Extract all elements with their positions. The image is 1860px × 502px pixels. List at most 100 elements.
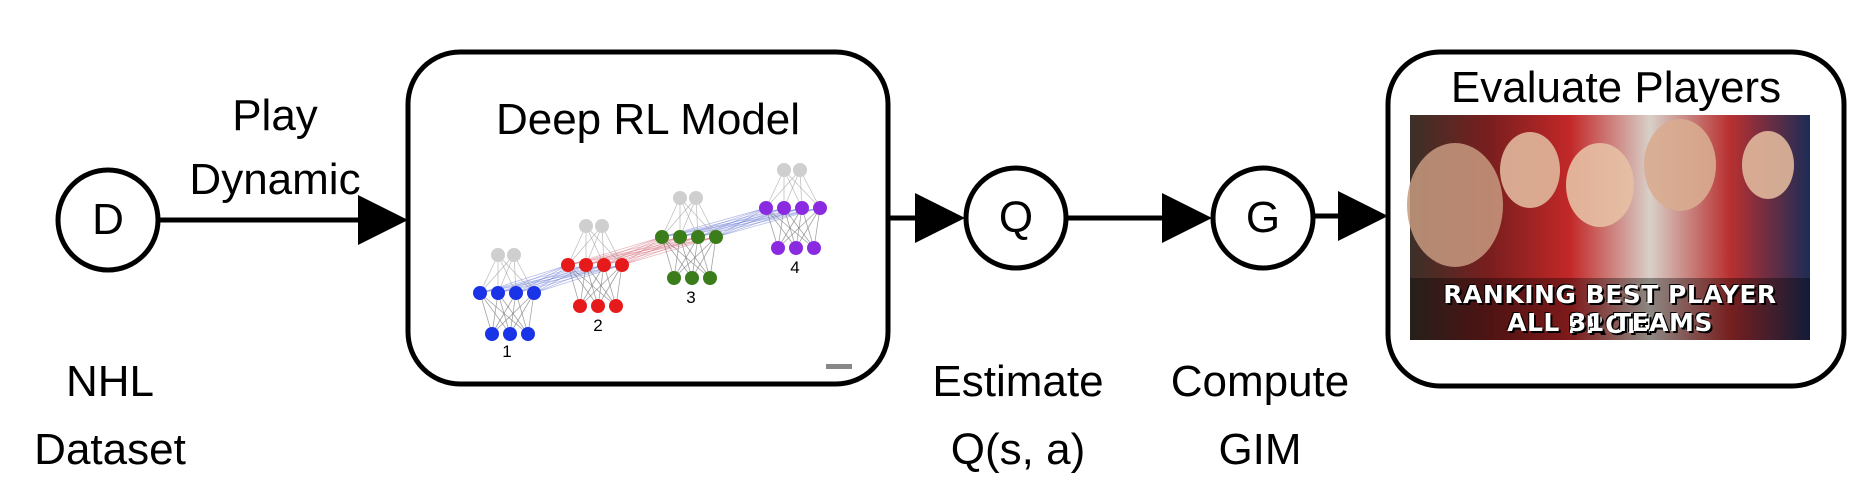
- nn-connection: [497, 254, 517, 294]
- nn-neuron: [491, 248, 505, 262]
- nn-neuron: [609, 299, 623, 313]
- nn-neuron: [793, 163, 807, 177]
- nn-connection: [621, 236, 699, 266]
- nn-connection: [783, 169, 803, 209]
- nn-connection: [661, 197, 697, 238]
- nn-neuron: [527, 286, 541, 300]
- nn-connection: [479, 292, 493, 335]
- nn-connection: [515, 264, 569, 294]
- player-photo-collage: [1407, 115, 1810, 340]
- node-g-caption-line2: GIM: [1218, 425, 1302, 474]
- nn-connection: [567, 225, 603, 266]
- model-box-title: Deep RL Model: [495, 95, 801, 144]
- nn-connection: [585, 225, 605, 266]
- nn-neuron: [667, 271, 681, 285]
- nn-connection: [715, 207, 785, 238]
- nn-connection: [491, 292, 535, 335]
- nn-neuron: [521, 327, 535, 341]
- nn-connection: [777, 207, 803, 249]
- nn-connection: [621, 236, 663, 266]
- nn-neuron: [655, 230, 669, 244]
- nn-connection: [479, 254, 499, 294]
- nn-connection: [783, 169, 821, 209]
- nn-neuron: [615, 258, 629, 272]
- nn-connection: [777, 207, 821, 249]
- layer-4-label: 4: [790, 258, 800, 277]
- output-box-title: Evaluate Players: [1450, 63, 1782, 112]
- nn-neuron: [503, 327, 517, 341]
- nn-neuron: [485, 327, 499, 341]
- nn-connection: [661, 207, 803, 238]
- nn-neuron: [691, 230, 705, 244]
- nn-connection: [661, 236, 675, 279]
- nn-neuron: [673, 230, 687, 244]
- node-g-letter: G: [1245, 193, 1281, 242]
- nn-connection: [679, 197, 697, 238]
- nn-neuron: [685, 271, 699, 285]
- node-g-caption-line1: Compute: [1170, 357, 1350, 406]
- nn-neuron: [703, 271, 717, 285]
- nn-neuron: [573, 299, 587, 313]
- nn-connection: [697, 207, 767, 238]
- model-box: [405, 49, 891, 387]
- nn-connection: [533, 264, 605, 294]
- nn-connection: [585, 225, 623, 266]
- nn-neuron: [595, 219, 609, 233]
- nn-connection: [765, 169, 785, 209]
- nn-connection: [533, 264, 587, 294]
- nn-neuron: [561, 258, 575, 272]
- nn-connection: [515, 264, 587, 294]
- neural-network-sketch: [473, 163, 827, 341]
- nn-connection: [497, 264, 569, 294]
- nn-neuron: [689, 191, 703, 205]
- node-q-caption-line1: Estimate: [932, 357, 1104, 406]
- edge-label-line2: Dynamic: [189, 155, 361, 204]
- nn-connection: [579, 264, 605, 307]
- banner-line1: RANKING BEST PLAYER FROM: [1443, 280, 1777, 339]
- nn-connection: [621, 236, 681, 266]
- node-q-letter: Q: [998, 193, 1034, 242]
- nn-connection: [765, 169, 801, 209]
- node-g-circle: [1210, 165, 1316, 271]
- nn-neuron: [507, 248, 521, 262]
- nn-connection: [491, 292, 517, 335]
- node-q-circle: [963, 165, 1069, 271]
- nn-connection: [661, 197, 681, 238]
- nn-connection: [691, 236, 717, 279]
- nn-connection: [497, 254, 535, 294]
- nn-neuron: [597, 258, 611, 272]
- nn-neuron: [591, 299, 605, 313]
- nn-connection: [795, 207, 821, 249]
- node-d-letter: D: [92, 195, 124, 244]
- nn-connection: [479, 264, 623, 294]
- nn-connection: [533, 264, 569, 294]
- nn-connection: [567, 236, 717, 266]
- nn-connection: [661, 207, 821, 238]
- nn-neuron: [509, 286, 523, 300]
- node-d-caption-line1: NHL: [65, 357, 155, 406]
- edge-label-line1: Play: [232, 91, 318, 140]
- layer-2-label: 2: [593, 316, 603, 335]
- nn-connection: [601, 225, 623, 266]
- nn-connection: [679, 207, 821, 238]
- nn-neuron: [673, 191, 687, 205]
- nn-neuron: [813, 201, 827, 215]
- nn-connection: [679, 197, 717, 238]
- nn-neuron: [473, 286, 487, 300]
- nn-neuron: [795, 201, 809, 215]
- node-d-circle: [55, 167, 161, 273]
- nn-connection: [585, 225, 603, 266]
- nn-connection: [597, 264, 623, 307]
- nn-connection: [585, 236, 663, 266]
- layer-1-label: 1: [502, 342, 512, 361]
- nn-connection: [679, 197, 699, 238]
- watermark: [826, 364, 852, 369]
- nn-connection: [579, 264, 623, 307]
- nn-neuron: [491, 286, 505, 300]
- nn-connection: [715, 207, 767, 238]
- banner-line2: ALL 31 TEAMS: [1507, 308, 1713, 337]
- nn-connection: [567, 264, 581, 307]
- nn-neuron: [777, 201, 791, 215]
- nn-neuron: [789, 241, 803, 255]
